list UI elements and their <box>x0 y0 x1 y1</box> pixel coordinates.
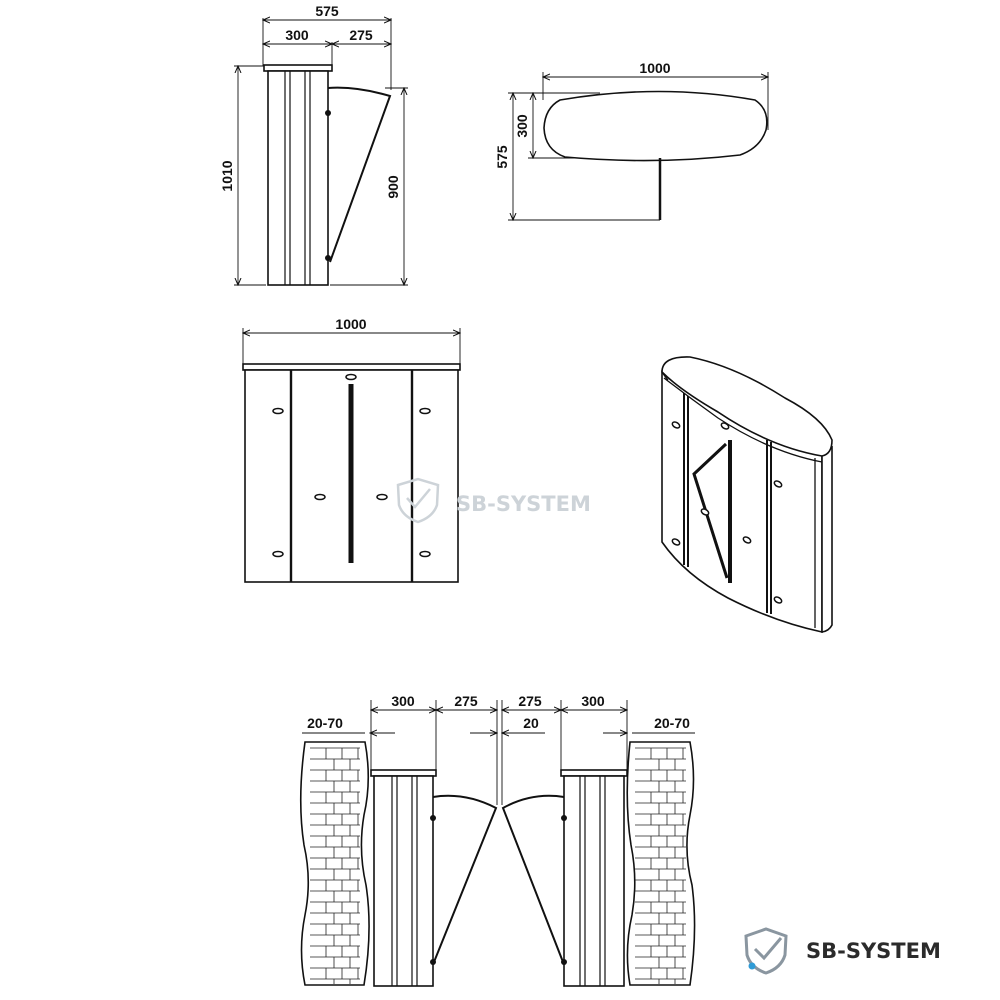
side-leaf <box>327 86 392 263</box>
front-length-label: 1000 <box>335 316 366 332</box>
shield-icon <box>744 927 788 975</box>
side-width-leaf-label: 275 <box>349 27 373 43</box>
iso-bolts <box>671 421 783 604</box>
front-top-cap <box>242 363 461 371</box>
watermark-shield-icon <box>396 477 440 524</box>
inst-leaf-right-label: 275 <box>518 693 542 709</box>
brand-dot-icon <box>748 962 756 970</box>
watermark-text: SB-SYSTEM <box>456 492 591 516</box>
inst-wall-gap-left-label: 20-70 <box>307 715 343 731</box>
top-outline <box>543 90 768 162</box>
inst-body-left-label: 300 <box>391 693 415 709</box>
front-bolts <box>272 373 431 558</box>
side-body <box>267 70 329 286</box>
top-width-label: 300 <box>514 114 530 138</box>
side-top-cap <box>263 64 333 72</box>
installation-view: 300 275 275 300 20-70 20 20-70 <box>299 693 696 987</box>
iso-leaf <box>692 442 729 579</box>
brick-wall-left <box>299 741 370 986</box>
leaf-right <box>501 794 565 963</box>
inst-leaf-left-label: 275 <box>454 693 478 709</box>
brand-logo: SB-SYSTEM <box>744 927 941 975</box>
inst-wall-gap-right-label: 20-70 <box>654 715 690 731</box>
isometric-view <box>661 356 833 633</box>
front-view: 1000 <box>242 316 461 583</box>
top-depth-label: 575 <box>494 145 510 169</box>
iso-top-lid <box>661 356 833 457</box>
brick-wall-right <box>626 741 696 986</box>
side-height-leaf-label: 900 <box>385 175 401 199</box>
side-width-total-label: 575 <box>315 3 339 19</box>
inst-center-gap-label: 20 <box>523 715 539 731</box>
cabinet-left <box>370 769 498 987</box>
brand-name: SB-SYSTEM <box>806 939 941 963</box>
inst-body-right-label: 300 <box>581 693 605 709</box>
top-view: 1000 300 575 <box>494 60 768 220</box>
cabinet-right <box>501 769 628 987</box>
top-length-label: 1000 <box>639 60 670 76</box>
watermark: SB-SYSTEM <box>396 477 591 524</box>
leaf-left <box>432 794 498 963</box>
side-width-body-label: 300 <box>285 27 309 43</box>
side-height-total-label: 1010 <box>219 160 235 191</box>
side-view: 575 300 275 1010 900 <box>219 3 408 285</box>
